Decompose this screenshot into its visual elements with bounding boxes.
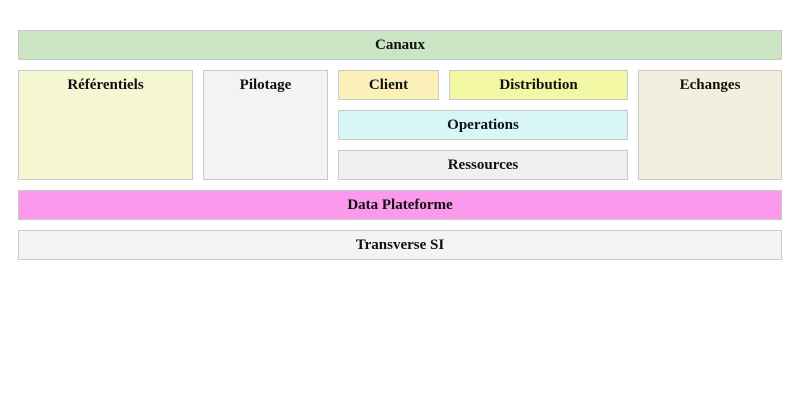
- block-ressources-label: Ressources: [447, 156, 519, 173]
- block-echanges: Echanges: [638, 70, 782, 180]
- block-client-label: Client: [368, 76, 409, 93]
- block-data-plateforme-label: Data Plateforme: [347, 196, 453, 213]
- block-referentiels-label: Référentiels: [67, 77, 144, 93]
- block-distribution: Distribution: [449, 70, 628, 100]
- block-pilotage: Pilotage: [203, 70, 328, 180]
- block-transverse-si-label: Transverse SI: [355, 236, 445, 253]
- block-transverse-si: Transverse SI: [18, 230, 782, 260]
- block-referentiels: Référentiels: [18, 70, 193, 180]
- block-data-plateforme: Data Plateforme: [18, 190, 782, 220]
- block-operations-label: Operations: [447, 116, 519, 133]
- block-echanges-label: Echanges: [679, 77, 741, 93]
- block-ressources: Ressources: [338, 150, 628, 180]
- block-client: Client: [338, 70, 439, 100]
- block-canaux: Canaux: [18, 30, 782, 60]
- block-canaux-label: Canaux: [374, 36, 426, 53]
- block-pilotage-label: Pilotage: [239, 77, 292, 93]
- block-distribution-label: Distribution: [499, 76, 578, 93]
- block-operations: Operations: [338, 110, 628, 140]
